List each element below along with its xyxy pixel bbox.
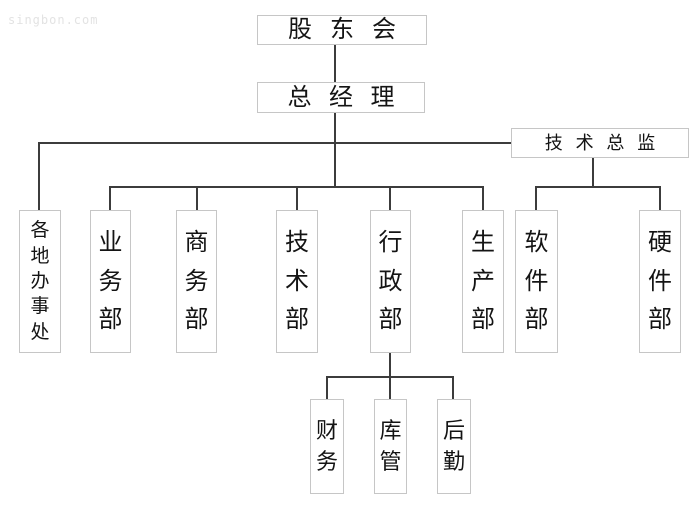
node-shareholders: 股东会	[257, 15, 427, 45]
node-commerce-dept: 商务部	[176, 210, 217, 353]
connector-drop-administration	[389, 186, 391, 210]
connector-td-rail	[535, 186, 661, 188]
connector-shareholders-gm	[334, 45, 336, 83]
connector-drop-logistics	[452, 376, 454, 399]
connector-drop-production	[482, 186, 484, 210]
node-finance: 财务	[310, 399, 344, 494]
node-general-manager: 总经理	[257, 82, 425, 113]
node-production-dept: 生产部	[462, 210, 504, 353]
node-administration-dept: 行政部	[370, 210, 411, 353]
connector-drop-warehouse	[389, 376, 391, 399]
connector-gm-riser	[334, 112, 336, 188]
node-hardware-dept: 硬件部	[639, 210, 681, 353]
node-regional-offices: 各地办事处	[19, 210, 61, 353]
node-warehouse: 库管	[374, 399, 407, 494]
node-technical-director: 技术总监	[511, 128, 689, 158]
connector-drop-finance	[326, 376, 328, 399]
node-technology-dept: 技术部	[276, 210, 318, 353]
connector-drop-commerce	[196, 186, 198, 210]
connector-admin-riser	[389, 353, 391, 378]
node-logistics: 后勤	[437, 399, 471, 494]
connector-drop-software	[535, 186, 537, 210]
node-software-dept: 软件部	[515, 210, 558, 353]
connector-td-riser	[592, 158, 594, 188]
connector-drop-business	[109, 186, 111, 210]
connector-drop-regional-offices	[38, 142, 40, 210]
connector-drop-hardware	[659, 186, 661, 210]
watermark: singbon.com	[8, 13, 99, 27]
node-business-dept: 业务部	[90, 210, 131, 353]
connector-cross-rail	[38, 142, 512, 144]
connector-drop-technology	[296, 186, 298, 210]
